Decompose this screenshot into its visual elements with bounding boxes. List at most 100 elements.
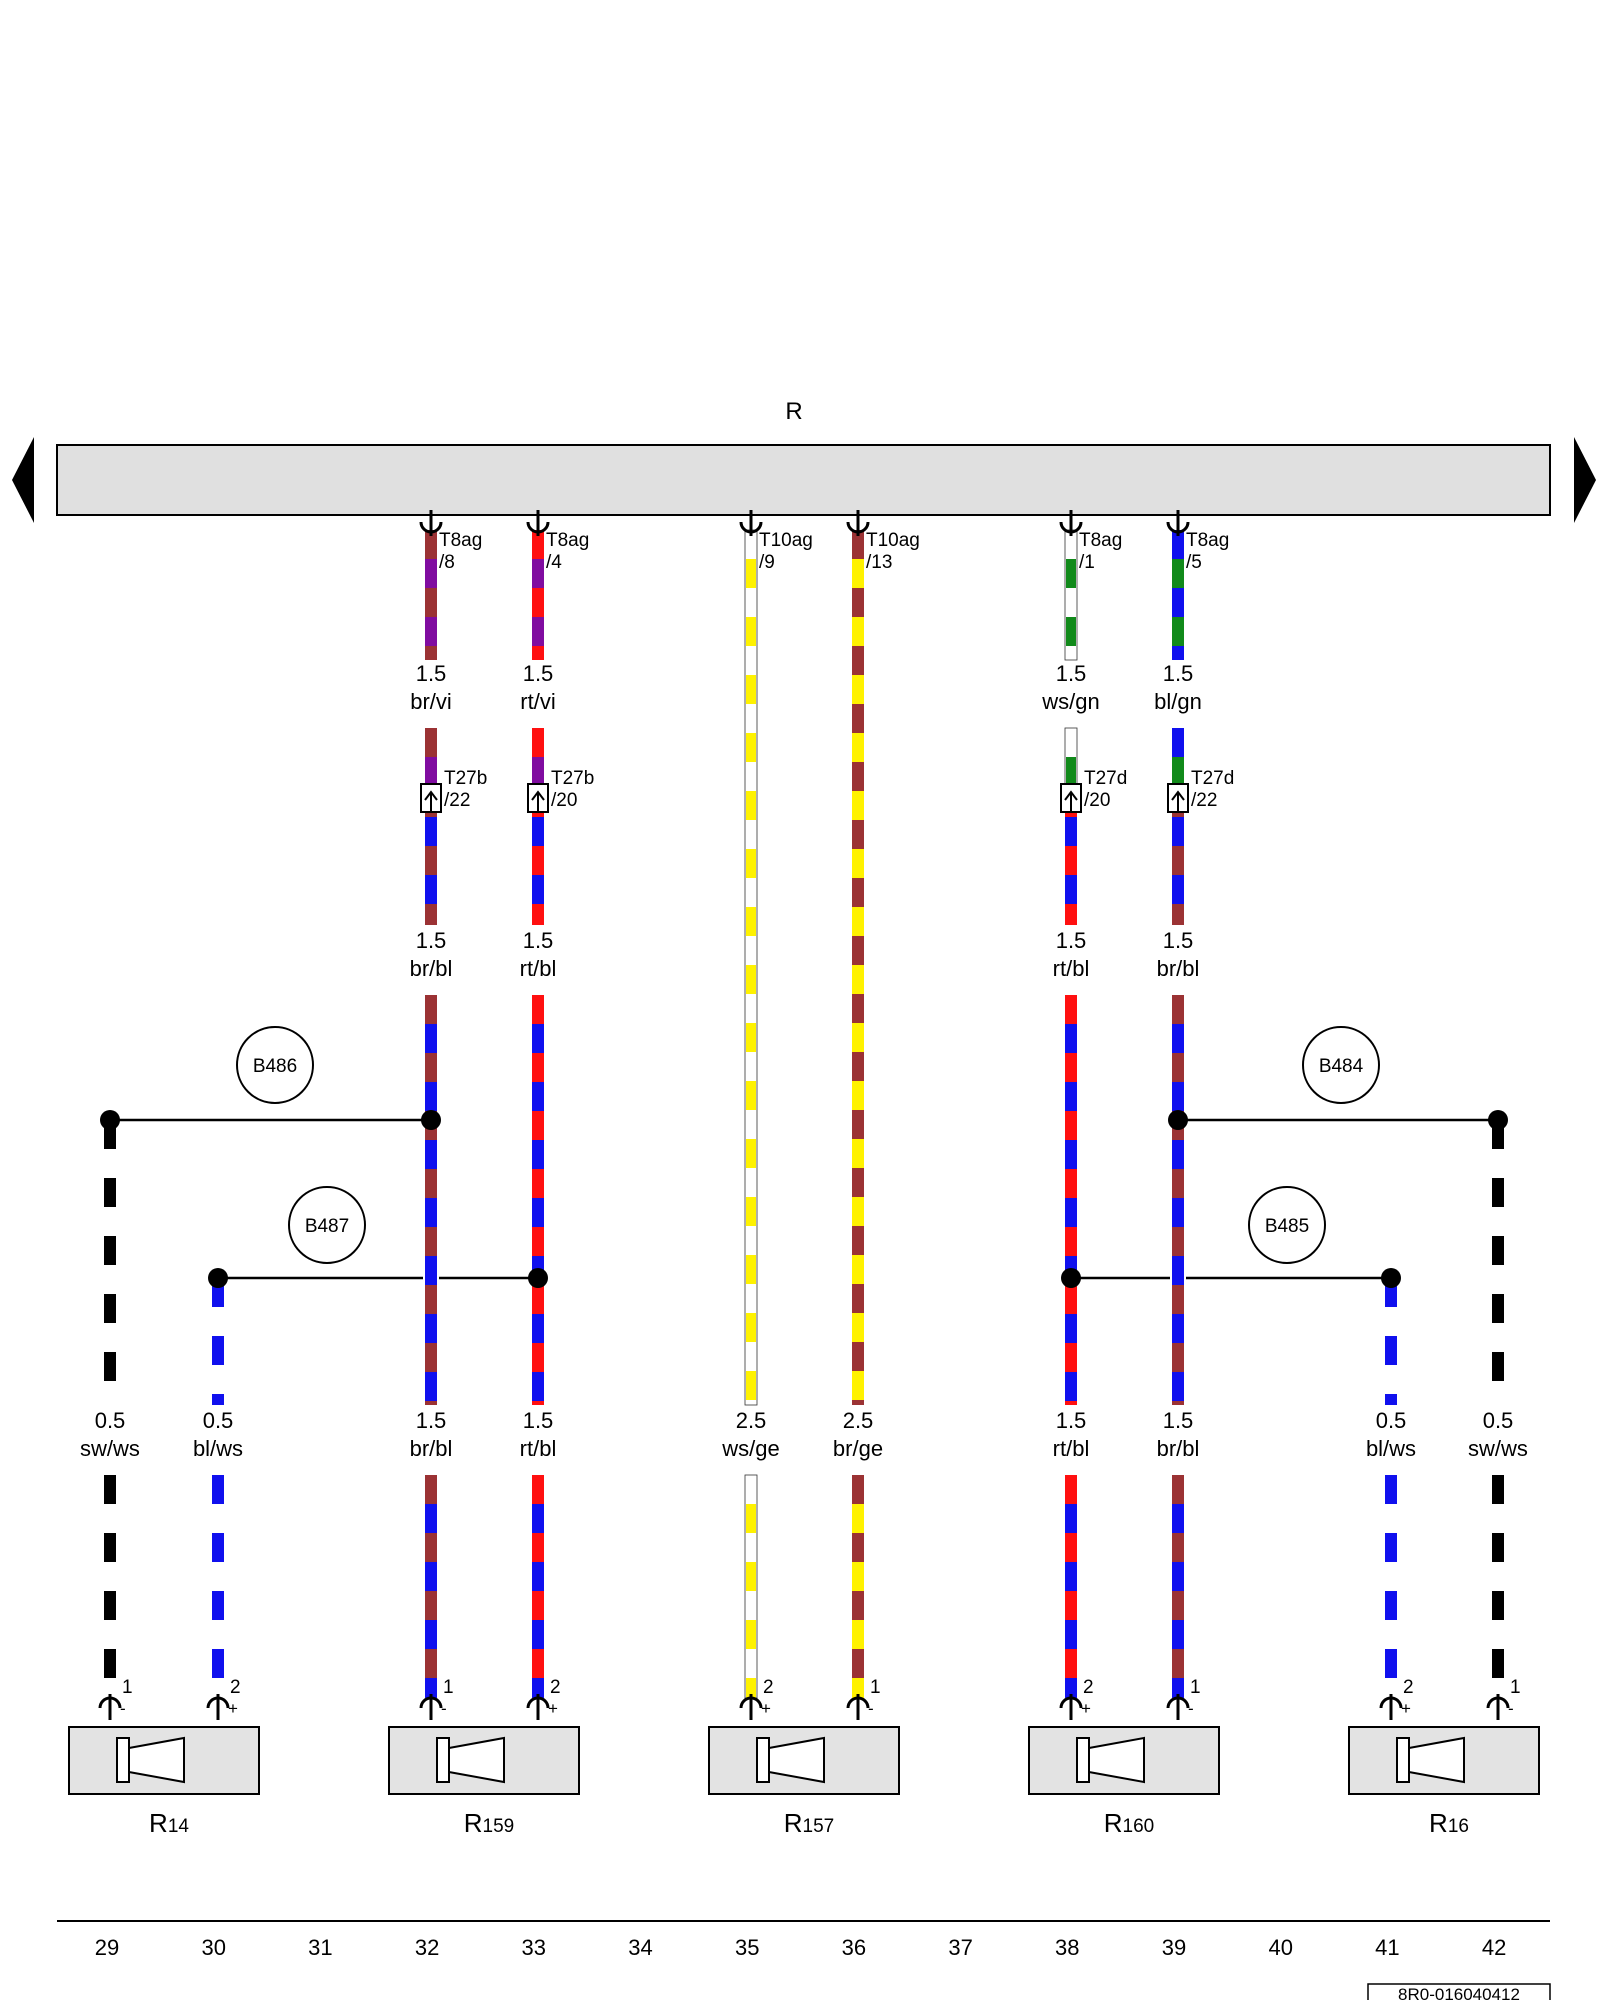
speaker-label: R16 bbox=[1429, 1808, 1469, 1838]
pin-number: 1 bbox=[870, 1677, 881, 1698]
wire-stripe bbox=[1385, 1365, 1397, 1394]
wire-stripe bbox=[532, 1082, 544, 1111]
inline-connector-arrow bbox=[1064, 790, 1078, 801]
speaker-label: R160 bbox=[1104, 1808, 1154, 1838]
column-number: 38 bbox=[1055, 1935, 1079, 1960]
speaker-icon bbox=[116, 1736, 185, 1784]
pin-number: 1 bbox=[1190, 1677, 1201, 1698]
wire-stripe bbox=[746, 1313, 756, 1342]
wire-stripe bbox=[746, 1081, 756, 1110]
wire-size: 1.5 bbox=[1056, 928, 1087, 953]
pin-number: 2 bbox=[763, 1677, 774, 1698]
column-number: 34 bbox=[628, 1935, 652, 1960]
wire bbox=[212, 1278, 224, 1405]
wire-stripe bbox=[746, 791, 756, 820]
inline-connector-arrow bbox=[531, 790, 545, 801]
wire-size: 0.5 bbox=[1376, 1408, 1407, 1433]
top-connector: T8ag/5 bbox=[1186, 530, 1229, 573]
wire-stripe bbox=[1492, 1504, 1504, 1533]
wire-stripe bbox=[1172, 1140, 1184, 1169]
wire bbox=[1065, 1475, 1077, 1698]
wire-stripe bbox=[425, 1024, 437, 1053]
wire-stripe bbox=[104, 1678, 116, 1698]
junction-circle bbox=[236, 1026, 314, 1104]
splice-dot bbox=[1061, 1268, 1081, 1288]
wire-stripe bbox=[425, 1372, 437, 1401]
wire-size: 0.5 bbox=[203, 1408, 234, 1433]
wire-label: 2.5ws/ge bbox=[721, 1408, 779, 1461]
wire-stripe bbox=[1066, 559, 1076, 588]
wire-stripe bbox=[532, 1562, 544, 1591]
speaker-pin: 2+ bbox=[228, 1677, 241, 1718]
wire-stripe bbox=[1065, 1024, 1077, 1053]
wire-color: rt/vi bbox=[520, 689, 555, 714]
wire bbox=[1492, 1475, 1504, 1698]
junction-circle bbox=[288, 1186, 366, 1264]
speaker-icon bbox=[436, 1736, 505, 1784]
wire-stripe bbox=[212, 1504, 224, 1533]
pin-number: 1 bbox=[1510, 1677, 1521, 1698]
wire-color: br/bl bbox=[410, 956, 453, 981]
speaker-cone bbox=[768, 1736, 825, 1784]
wire-stripe bbox=[1385, 1620, 1397, 1649]
wire-stripe bbox=[425, 559, 437, 588]
wire-stripe bbox=[1172, 875, 1184, 904]
connector-pin: /4 bbox=[546, 552, 562, 573]
wire-stripe bbox=[212, 1562, 224, 1591]
speaker-icon bbox=[1396, 1736, 1465, 1784]
wire-color: ws/gn bbox=[1041, 689, 1099, 714]
wire-stripe bbox=[1065, 1562, 1077, 1591]
top-connector: T10ag/13 bbox=[866, 530, 920, 573]
wire-color: br/bl bbox=[1157, 956, 1200, 981]
wire-stripe bbox=[532, 875, 544, 904]
doc-number-box bbox=[1367, 1983, 1551, 2000]
splice-dot bbox=[1168, 1110, 1188, 1130]
wire-stripe bbox=[852, 675, 864, 704]
pin-number: 2 bbox=[1403, 1677, 1414, 1698]
wire-stripe bbox=[1172, 817, 1184, 846]
pin-polarity: + bbox=[761, 1699, 771, 1718]
wire-stripe bbox=[212, 1365, 224, 1394]
speaker-magnet bbox=[756, 1737, 770, 1783]
wire-stripe bbox=[746, 965, 756, 994]
left-nav-arrow-icon[interactable] bbox=[12, 437, 34, 523]
bus-label: R bbox=[785, 398, 802, 425]
speaker-r16: R16 bbox=[1348, 1726, 1540, 1838]
wire-stripe bbox=[104, 1265, 116, 1294]
top-connector: T10ag/9 bbox=[759, 530, 813, 573]
pin-polarity: - bbox=[1188, 1699, 1194, 1718]
wire-label: 1.5br/bl bbox=[1157, 1408, 1200, 1461]
column-number: 40 bbox=[1268, 1935, 1292, 1960]
speaker-number: 159 bbox=[483, 1816, 515, 1837]
column-number: 30 bbox=[201, 1935, 225, 1960]
right-nav-arrow-icon[interactable] bbox=[1574, 437, 1596, 523]
wire-stripe bbox=[746, 907, 756, 936]
wire bbox=[1065, 995, 1077, 1405]
pin-polarity: + bbox=[228, 1699, 238, 1718]
wire-stripe bbox=[1172, 1562, 1184, 1591]
connector-pin: /22 bbox=[1191, 790, 1217, 811]
wire-stripe bbox=[746, 1620, 756, 1649]
speaker-r159: R159 bbox=[388, 1726, 580, 1838]
wire-stripe bbox=[425, 1620, 437, 1649]
wire-stripe bbox=[1172, 559, 1184, 588]
speaker-pin: 1- bbox=[1188, 1677, 1201, 1718]
splice-dot bbox=[1381, 1268, 1401, 1288]
connector-pin: /8 bbox=[439, 552, 455, 573]
wire-stripe bbox=[532, 1372, 544, 1401]
wire-stripe bbox=[532, 1140, 544, 1169]
wire-stripe bbox=[532, 1314, 544, 1343]
pin-number: 2 bbox=[1083, 1677, 1094, 1698]
junction-b484: B484 bbox=[1302, 1026, 1380, 1104]
junction-label: B485 bbox=[1265, 1216, 1309, 1237]
wire bbox=[1064, 529, 1078, 661]
junction-label: B487 bbox=[305, 1216, 349, 1237]
wire-stripe bbox=[746, 1504, 756, 1533]
column-number: 42 bbox=[1482, 1935, 1506, 1960]
wire-stripe bbox=[746, 849, 756, 878]
wire-stripe bbox=[1172, 1024, 1184, 1053]
wire-stripe bbox=[104, 1504, 116, 1533]
wire-stripe bbox=[1065, 1372, 1077, 1401]
wire-color: ws/ge bbox=[721, 1436, 779, 1461]
